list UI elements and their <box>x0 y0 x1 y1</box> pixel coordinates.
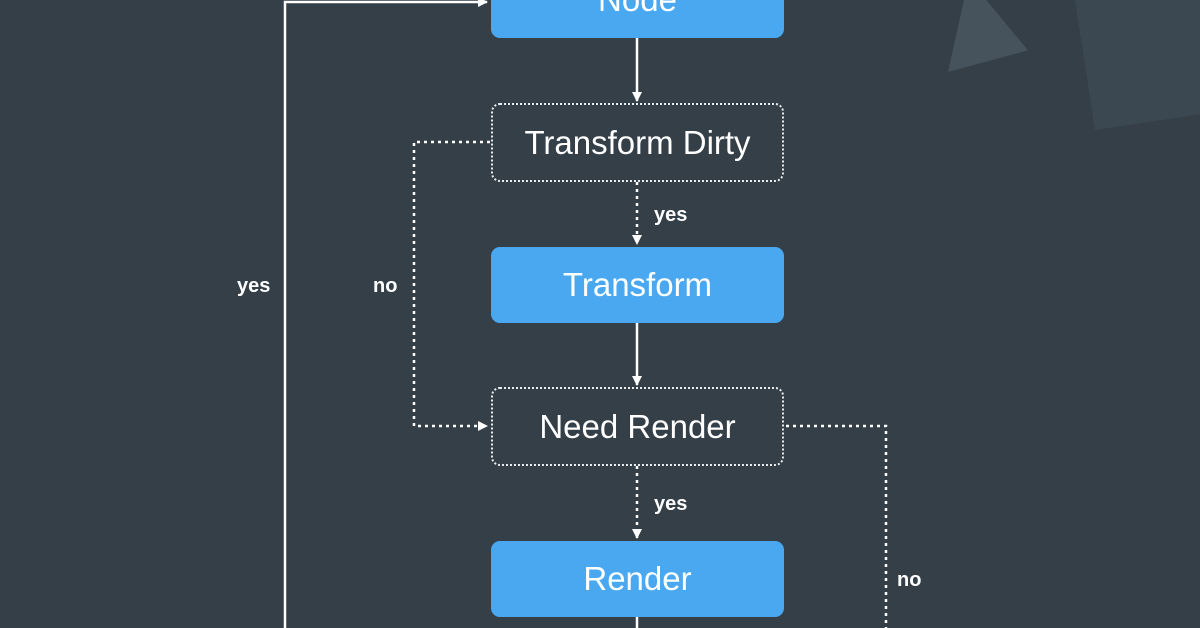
decorative-panel <box>1075 0 1200 130</box>
node-transform-dirty: Transform Dirty <box>491 103 784 182</box>
node-node: Node <box>491 0 784 38</box>
edge-need-render-no <box>786 424 888 628</box>
edge-loop-yes <box>283 0 488 628</box>
label-transform-dirty-yes: yes <box>654 204 688 226</box>
label-need-render-yes: yes <box>654 493 688 515</box>
label-need-render-no: no <box>897 569 922 591</box>
edge-transform-dirty-no <box>412 140 490 431</box>
node-transform: Transform <box>491 247 784 323</box>
node-need-render: Need Render <box>491 387 784 466</box>
label-loop-yes: yes <box>237 275 271 297</box>
node-render: Render <box>491 541 784 617</box>
label-transform-dirty-no: no <box>373 275 398 297</box>
